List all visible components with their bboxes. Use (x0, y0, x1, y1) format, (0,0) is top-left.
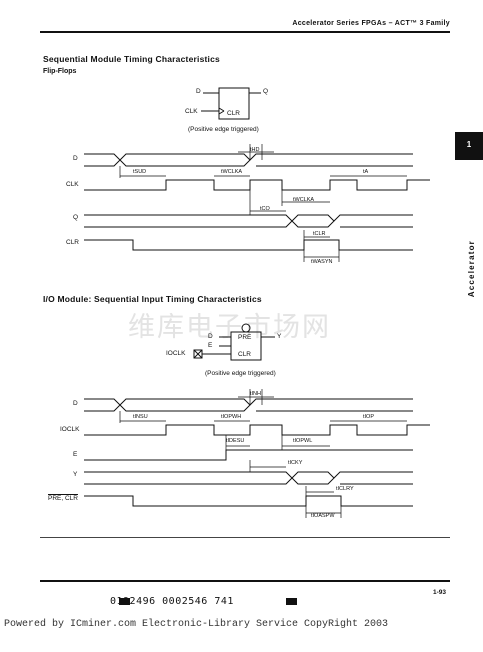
timing-tidesu: tIDESU (226, 438, 245, 444)
signal-label-y: Y (73, 471, 78, 478)
ff-pin-d: D (196, 88, 201, 95)
signal-label-ioclk: IOCLK (60, 426, 80, 433)
page-number: 1-93 (433, 589, 447, 596)
timing-tiop: tIOP (363, 414, 375, 420)
timing-tiopwl: tIOPWL (293, 438, 313, 444)
io-block (193, 323, 275, 361)
waveform-q (84, 214, 413, 228)
flipflop-block (201, 87, 261, 120)
signal-label-clk: CLK (66, 181, 79, 188)
io-caption: (Positive edge triggered) (205, 370, 276, 377)
waveform-e (84, 449, 413, 461)
io-pin-ioclk: IOCLK (166, 350, 186, 357)
signal-label-q: Q (73, 214, 79, 221)
timing-ticky: tICKY (288, 460, 303, 466)
io-pin-clr: CLR (238, 351, 252, 358)
waveform-ioclk (84, 424, 430, 436)
ff-pin-clr: CLR (227, 110, 241, 117)
signal-label-d: D (73, 155, 78, 162)
waveform-pre-clr (84, 495, 413, 507)
footer-rule (40, 580, 450, 582)
section2-title: I/O Module: Sequential Input Timing Char… (43, 294, 262, 304)
timing-thd: tHD (250, 147, 260, 153)
header-rule (40, 31, 450, 33)
timing-tinsu: tINSU (133, 414, 148, 420)
barcode-block-right (286, 598, 297, 605)
signal-label-pre-clr: PRE, CLR (48, 495, 78, 502)
timing-markers-2 (119, 389, 407, 518)
footer-text: Powered by ICminer.com Electronic-Librar… (4, 619, 389, 630)
timing-ticlry: tICLRY (336, 486, 354, 492)
timing-twclka: tWCLKA (221, 169, 243, 175)
ff-pin-clk: CLK (185, 108, 198, 115)
io-pin-d: D (208, 333, 213, 340)
section1-title: Sequential Module Timing Characteristics (43, 54, 220, 64)
chapter-number: 1 (466, 140, 472, 149)
running-header: Accelerator Series FPGAs – ACT™ 3 Family (292, 20, 450, 27)
signal-label-e: E (73, 451, 78, 458)
timing-tco: tCO (260, 206, 270, 212)
timing-twasyn: tWASYN (311, 259, 333, 265)
timing-twclka-low: tWCLKA (293, 197, 315, 203)
waveform-clk (84, 179, 430, 191)
timing-tioaspw: tIOASPW (311, 513, 335, 519)
section-rule (40, 537, 450, 538)
barcode-text: 0192496 0002546 741 (110, 596, 234, 607)
section1-subtitle: Flip-Flops (43, 68, 77, 75)
barcode-block-left (119, 598, 130, 605)
io-pin-pre: PRE (238, 334, 252, 341)
timing-tclr: tCLR (313, 231, 326, 237)
ff-caption: (Positive edge triggered) (188, 126, 259, 133)
io-pin-e: E (208, 342, 213, 349)
waveform-d (84, 153, 413, 167)
timing-tinh: tINH (250, 391, 261, 397)
timing-ta: tA (363, 169, 369, 175)
signal-label-clr: CLR (66, 239, 80, 246)
waveform-clr (84, 239, 413, 251)
timing-markers-1 (119, 144, 407, 262)
waveform-y (84, 471, 413, 485)
timing-tsud: tSUD (133, 169, 147, 175)
waveform-io-d (84, 398, 413, 412)
ff-pin-q: Q (263, 88, 269, 95)
chapter-tab: 1 (455, 132, 483, 160)
watermark: 维库电子市场网 (128, 312, 331, 343)
io-pin-y: Y (277, 333, 282, 340)
timing-tiopwh: tIOPWH (221, 414, 242, 420)
signal-label-io-d: D (73, 400, 78, 407)
